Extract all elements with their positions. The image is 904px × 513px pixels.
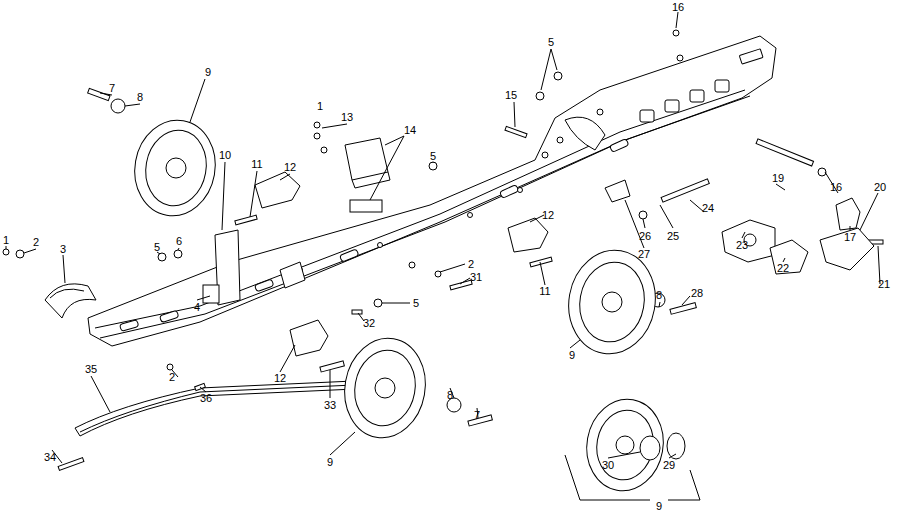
callout-number: 14 [403, 124, 417, 136]
callout-number: 11 [250, 158, 263, 170]
callout-number: 8 [446, 389, 454, 401]
callout-number: 25 [666, 230, 680, 242]
callout-number: 12 [541, 209, 555, 221]
callout-number: 24 [701, 202, 715, 214]
callout-number: 17 [843, 231, 857, 243]
callout-number: 35 [84, 363, 98, 375]
callout-number: 28 [690, 287, 704, 299]
callout-number: 36 [199, 392, 213, 404]
callout-number: 31 [469, 271, 483, 283]
callout-number: 13 [340, 111, 354, 123]
callout-number: 6 [175, 235, 183, 247]
callout-number: 12 [283, 161, 297, 173]
callout-number: 2 [168, 371, 176, 383]
callout-number: 16 [829, 181, 843, 193]
callout-number: 32 [362, 317, 376, 329]
callout-number: 8 [136, 91, 144, 103]
callout-number: 12 [273, 372, 287, 384]
callout-number: 22 [776, 262, 790, 274]
callout-number: 15 [504, 89, 518, 101]
callout-number: 2 [32, 236, 40, 248]
callout-number: 1 [2, 234, 10, 246]
callout-number: 8 [655, 289, 663, 301]
callout-number: 9 [568, 349, 576, 361]
callout-number: 19 [771, 172, 785, 184]
callout-number: 33 [323, 399, 337, 411]
callout-number: 23 [735, 239, 749, 251]
callout-number: 3 [59, 243, 67, 255]
callout-number: 7 [108, 82, 116, 94]
callout-number: 9 [204, 66, 212, 78]
callout-number: 5 [547, 36, 555, 48]
callout-number: 1 [316, 100, 324, 112]
callout-number: 27 [637, 248, 651, 260]
callout-number: 2 [467, 258, 475, 270]
callout-number: 10 [218, 149, 232, 161]
callout-number: 34 [43, 451, 57, 463]
callout-number: 26 [638, 230, 652, 242]
callout-number: 5 [412, 297, 420, 309]
callout-number: 5 [153, 241, 161, 253]
callout-number: 9 [655, 500, 663, 512]
callout-number: 21 [877, 278, 891, 290]
callout-number: 9 [326, 456, 334, 468]
callout-number: 11 [538, 285, 551, 297]
callout-number: 7 [473, 409, 481, 421]
callout-number: 4 [193, 301, 201, 313]
callout-number: 5 [429, 150, 437, 162]
callout-number: 20 [873, 181, 887, 193]
callout-number: 30 [601, 459, 615, 471]
callout-number: 29 [662, 459, 676, 471]
callout-number: 16 [671, 1, 685, 13]
